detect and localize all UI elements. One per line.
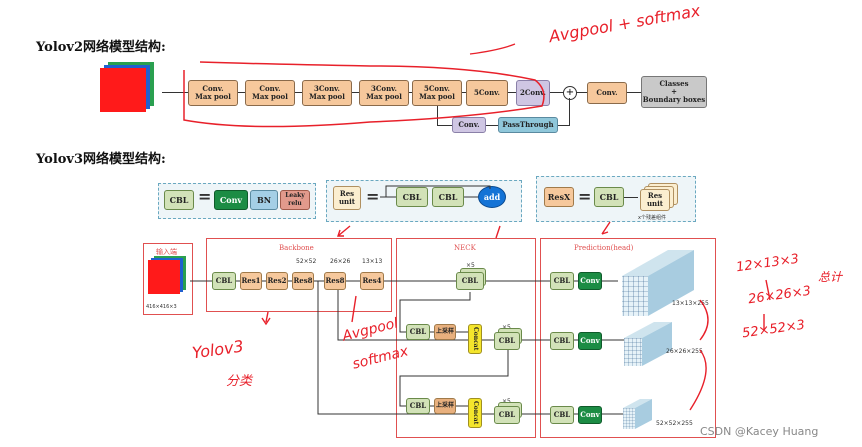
v3-input-cube [148, 256, 188, 298]
legend-conv: Conv [214, 190, 248, 210]
legend-resx-line [624, 197, 638, 198]
backbone-res4: Res4 [360, 272, 384, 290]
backbone-label: Backbone [279, 244, 314, 252]
legend-leaky: Leaky relu [280, 190, 310, 210]
neck-cbl-mid-1: CBL [406, 324, 430, 340]
backbone-res2: Res2 [266, 272, 288, 290]
v2-branch-conv: Conv. [452, 117, 486, 133]
neck-x5-mid: ×5 [502, 324, 511, 331]
v2-block-4: 3Conv. Max pool [359, 80, 409, 106]
legend-resunit-lines [380, 185, 491, 198]
neck-label: NECK [454, 244, 476, 252]
input-frame [143, 243, 193, 315]
size-52: 52×52 [296, 258, 317, 265]
legend-resx-cbl: CBL [594, 187, 624, 207]
pred-conv-3: Conv [578, 406, 602, 424]
backbone-frame [206, 238, 392, 312]
neck-cbl-top: CBL [456, 272, 484, 290]
backbone-cbl: CBL [212, 272, 236, 290]
v2-branch-up [569, 98, 570, 126]
v2-block-2: Conv. Max pool [245, 80, 295, 106]
neck-cbl-bot-1: CBL [406, 398, 430, 414]
legend-x-times: x个残差组件 [638, 215, 666, 221]
v2-block-5: 5Conv. Max pool [412, 80, 462, 106]
yolov3-title: Yolov3网络模型结构: [36, 152, 166, 167]
backbone-res1: Res1 [240, 272, 262, 290]
v2-block-8: Conv. [587, 82, 627, 104]
backbone-res8-b: Res8 [324, 272, 346, 290]
output-cube-26 [624, 322, 672, 366]
neck-concat-bot: Concat [468, 398, 482, 428]
v2-block-6: 5Conv. [466, 80, 508, 106]
legend-resx: ResX [544, 187, 574, 207]
v2-hand-curve [183, 43, 545, 128]
pred-cbl-2: CBL [550, 332, 574, 350]
pred-cbl-1: CBL [550, 272, 574, 290]
size-13: 13×13 [362, 258, 383, 265]
neck-upsample-bot: 上采样 [434, 398, 456, 414]
input-size: 416×416×3 [146, 304, 177, 310]
neck-concat-mid: Concat [468, 324, 482, 354]
v2-block-1: Conv. Max pool [188, 80, 238, 106]
legend-eq-1: = [198, 187, 212, 206]
legend-resunit-cbl-1: CBL [396, 187, 428, 207]
legend-eq-2: = [366, 187, 380, 206]
legend-resunit: Res unit [333, 186, 361, 210]
legend-resx-stack-front: Res unit [640, 189, 670, 211]
prediction-frame [540, 238, 716, 438]
v2-branch-down [437, 106, 438, 126]
v2-arrow-line [627, 92, 641, 93]
out-size-26: 26×26×255 [666, 348, 703, 355]
pred-cbl-3: CBL [550, 406, 574, 424]
neck-x5-bot: ×5 [502, 398, 511, 405]
neck-upsample-mid: 上采样 [434, 324, 456, 340]
v2-plus-circle: + [563, 86, 577, 100]
v3-zongji-note: 总计 [818, 270, 843, 284]
out-size-13: 13×13×255 [672, 300, 709, 307]
size-26: 26×26 [330, 258, 351, 265]
neck-x5-top: ×5 [466, 262, 475, 269]
backbone-res8-a: Res8 [292, 272, 314, 290]
output-cube-52 [623, 399, 652, 429]
legend-eq-3: = [578, 187, 592, 206]
legend-add: add [478, 186, 506, 208]
pred-conv-2: Conv [578, 332, 602, 350]
v2-block-3: 3Conv. Max pool [302, 80, 352, 106]
legend-cbl: CBL [164, 190, 194, 210]
out-size-52: 52×52×255 [656, 420, 693, 427]
pred-conv-1: Conv [578, 272, 602, 290]
legend-bn: BN [250, 190, 278, 210]
prediction-label: Prediction(head) [574, 244, 634, 252]
v2-output-box: Classes + Boundary boxes [641, 76, 707, 108]
neck-cbl-mid-2: CBL [494, 332, 520, 350]
v2-passthrough: PassThrough [498, 117, 558, 133]
yolov2-title: Yolov2网络模型结构: [36, 40, 166, 55]
input-label: 输入端 [156, 248, 177, 256]
watermark: CSDN @Kacey Huang [700, 425, 819, 438]
neck-cbl-bot-2: CBL [494, 406, 520, 424]
neck-frame [396, 238, 536, 438]
v3-fenlei-note: 分类 [226, 374, 253, 389]
output-cube-13 [622, 250, 694, 316]
legend-resunit-cbl-2: CBL [432, 187, 464, 207]
v2-input-cube [100, 62, 160, 118]
